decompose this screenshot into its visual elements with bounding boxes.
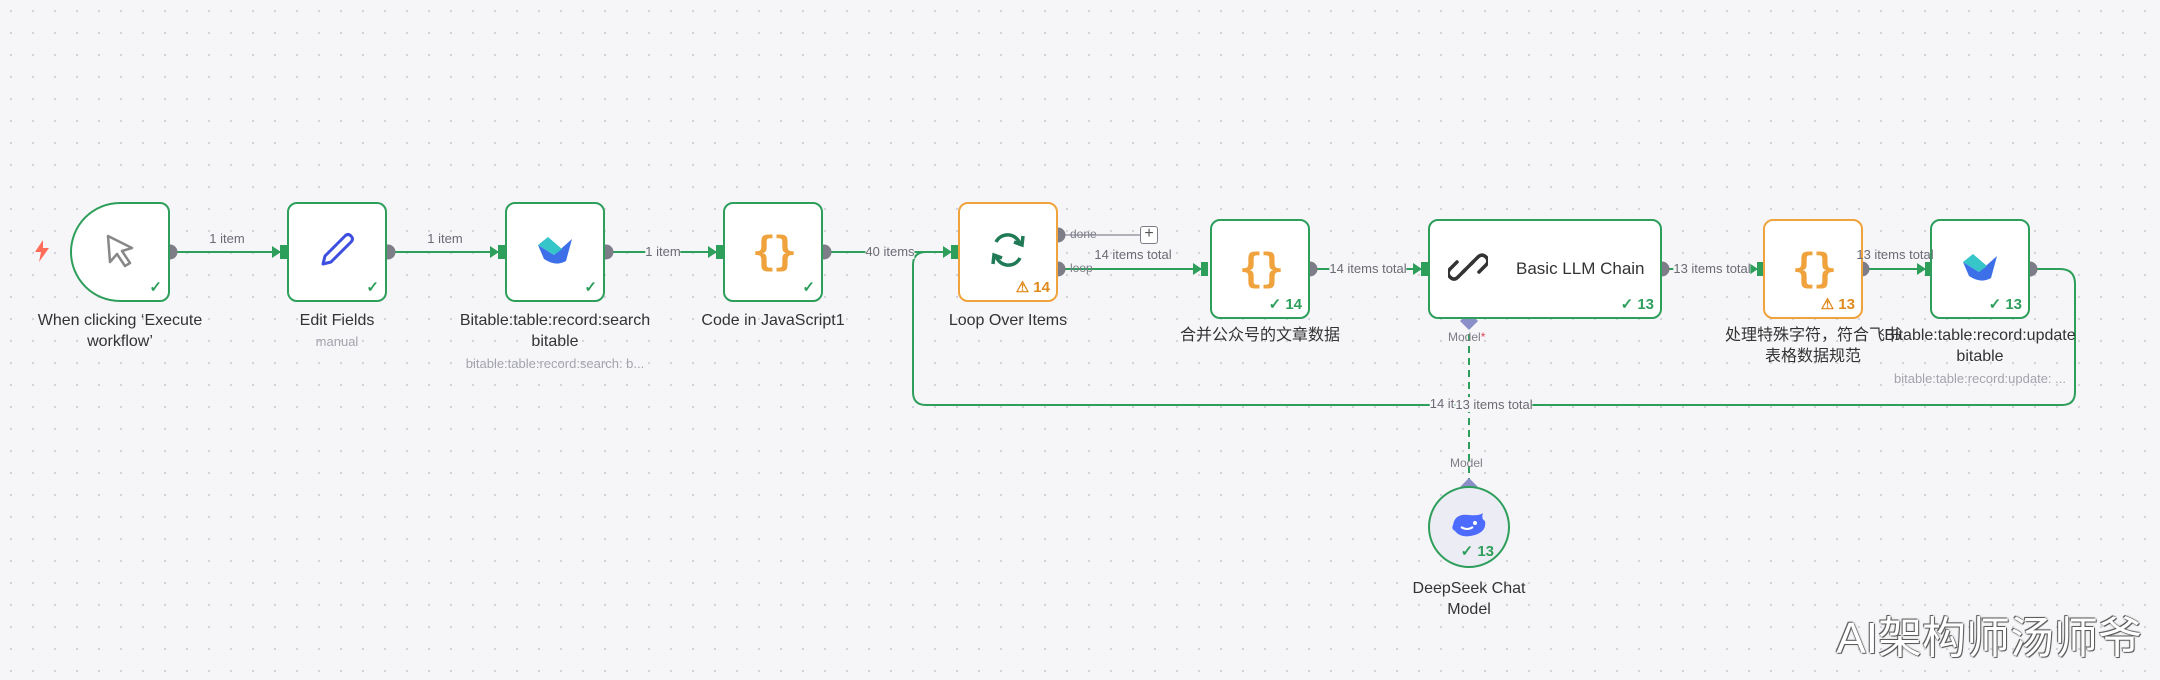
node-subtitle: bitable:table:record:search: b... [465,356,645,371]
node-deepseek-chat-model[interactable]: ✓ 13 [1428,486,1510,568]
code-braces-icon: {} [1791,246,1837,292]
node-subtitle: bitable:table:record:update: ... [1893,371,2067,386]
edge-label: 1 item [209,231,245,246]
node-label: Loop Over Items [948,312,1068,329]
node-code-javascript1[interactable]: {} ✓ [723,202,823,302]
port-label-done: done [1070,227,1097,241]
trigger-bolt-icon [34,240,50,267]
lark-bitable-icon [536,233,574,272]
node-label: Code in JavaScript1 [701,312,845,329]
watermark: AI架构师汤师爷 [1836,614,2142,663]
node-label: DeepSeek Chat Model [1412,580,1526,618]
node-label: 处理特殊字符，符合飞书表格数据规范 [1724,327,1901,365]
node-edit-fields[interactable]: ✓ [287,202,387,302]
edge-label: 13 items total [1673,261,1751,276]
edge-label: 13 items total [1455,397,1533,412]
node-label: 合并公众号的文章数据 [1179,327,1340,344]
refresh-icon [986,228,1030,277]
status-success-icon: ✓ [584,279,597,296]
node-inline-title: Basic LLM Chain [1516,259,1645,278]
node-merge-articles-code[interactable]: {} ✓ 14 [1210,219,1310,319]
status-success-icon: ✓ 13 [1988,296,2022,313]
status-success-icon: ✓ [802,279,815,296]
port-label-model: Model* [1448,330,1486,344]
node-label: Edit Fields [299,312,375,329]
node-bitable-search[interactable]: ✓ [505,202,605,302]
lark-bitable-icon [1961,250,1999,289]
node-label: When clicking ‘Execute workflow’ [37,312,203,350]
node-basic-llm-chain[interactable]: Basic LLM Chain ✓ 13 [1428,219,1662,319]
node-label: Bitable:table:record:update bitable [1884,327,2076,365]
status-warning-icon: ⚠ 13 [1820,296,1855,313]
chain-link-icon [1446,247,1490,292]
whale-icon [1449,509,1489,546]
node-label: Bitable:table:record:search bitable [459,312,651,350]
edge-label: 14 items total [1094,247,1172,262]
status-success-icon: ✓ [366,279,379,296]
port-label-model: Model [1450,456,1483,470]
port-label-loop: loop [1070,261,1093,275]
code-braces-icon: {} [751,229,797,275]
edge-label: 1 item [427,231,463,246]
status-success-icon: ✓ 13 [1460,543,1494,560]
node-special-chars-code[interactable]: {} ⚠ 13 [1763,219,1863,319]
cursor-pointer-icon [100,230,140,275]
edge-label: 14 it [1429,396,1455,411]
edge-label: 13 items total [1856,247,1934,262]
node-loop-over-items[interactable]: ⚠ 14 [958,202,1058,302]
status-success-icon: ✓ [149,279,162,296]
node-subtitle: manual [315,334,359,349]
pen-icon [315,228,359,277]
edge-label: 1 item [645,244,681,259]
node-manual-trigger[interactable]: ✓ [70,202,170,302]
status-success-icon: ✓ 13 [1620,296,1654,313]
edge-label: 40 items [865,244,915,259]
node-bitable-update[interactable]: ✓ 13 [1930,219,2030,319]
code-braces-icon: {} [1238,246,1284,292]
status-warning-icon: ⚠ 14 [1015,279,1050,296]
status-success-icon: ✓ 14 [1268,296,1302,313]
edge-label: 14 items total [1329,261,1407,276]
add-node-button[interactable]: + [1140,226,1158,244]
